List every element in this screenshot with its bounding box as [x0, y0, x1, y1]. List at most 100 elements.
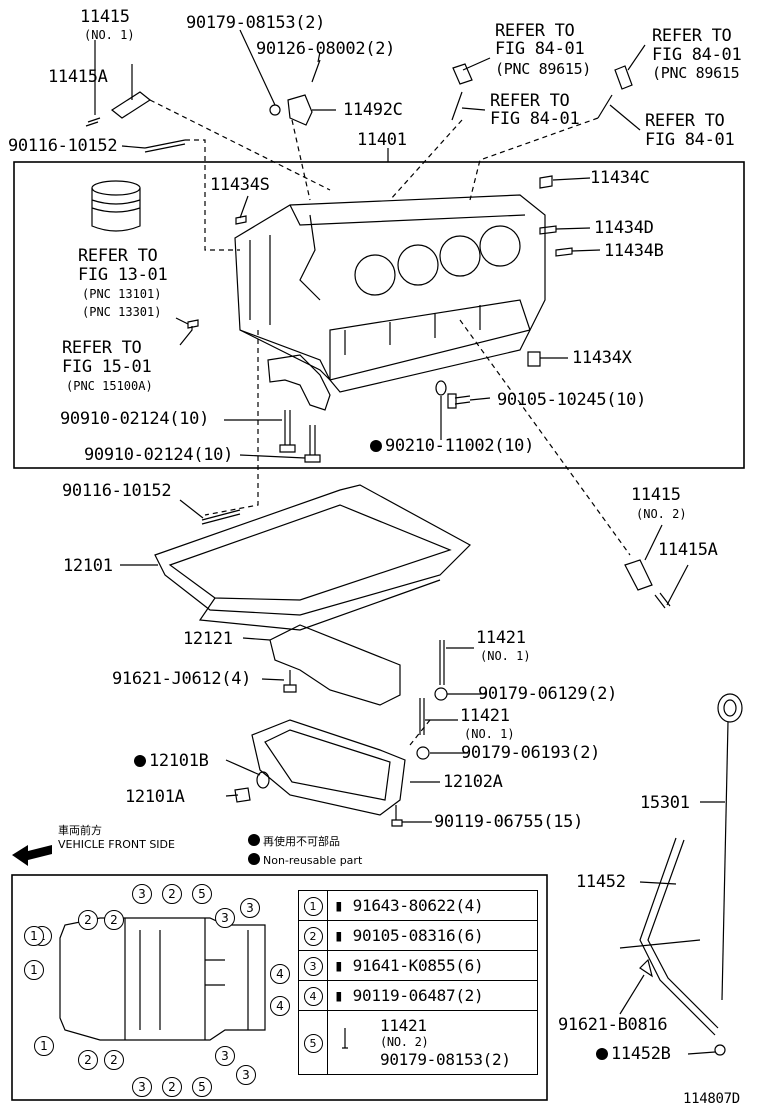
- refer3-line1: REFER TO: [490, 91, 570, 111]
- callout-circle: 3: [240, 898, 260, 918]
- pin-11434X-drawing: [527, 351, 541, 367]
- part-number-91621-J0612: 91621-J0612(4): [112, 669, 252, 689]
- bolt-icon: ▮: [334, 896, 353, 915]
- bolt-table-row: 2 ▮ 90105-08316(6): [298, 920, 538, 951]
- part-number-11452B: 11452B: [596, 1045, 671, 1063]
- gasket-12101B-drawing: [256, 771, 270, 789]
- pin-11434S-drawing: [235, 215, 247, 225]
- refer13-line3: (PNC 13101): [82, 287, 162, 301]
- bolt-icon: ▮: [334, 956, 353, 975]
- part-number-11434C: 11434C: [590, 168, 650, 188]
- refer4-line2: FIG 84-01: [645, 130, 735, 150]
- part-number-12101B-text: 12101B: [149, 751, 209, 771]
- bolt-90119-06755-drawing: [391, 805, 403, 827]
- bolt-90910-a-drawing: [279, 410, 296, 453]
- pin-11434C-drawing: [539, 175, 553, 189]
- stud-11421-b-drawing: [419, 698, 425, 735]
- figure-id: 114807D: [683, 1091, 740, 1107]
- bolt-11415A-bot-drawing: [654, 592, 671, 609]
- bolt-table-row: 4 ▮ 90119-06487(2): [298, 980, 538, 1011]
- callout-circle: 4: [270, 964, 290, 984]
- dashed-leaders: [149, 99, 631, 746]
- part-number-90126: 90126-08002(2): [256, 39, 396, 59]
- callout-circle: 5: [192, 884, 212, 904]
- pin-11434D-drawing: [539, 225, 557, 235]
- stud-90116-b-drawing: [201, 509, 241, 525]
- non-reusable-dot-icon: [596, 1048, 608, 1060]
- part-number-11415A-bot: 11415A: [658, 540, 718, 560]
- bolt-key: 4: [303, 987, 323, 1006]
- refer1-line3: (PNC 89615): [495, 60, 592, 78]
- bolt-91621-B-drawing: [639, 958, 653, 978]
- stud-refer3-drawing: [451, 91, 463, 121]
- bolt-table-row: 3 ▮ 91641-K0855(6): [298, 950, 538, 981]
- part-number-12101B: 12101B: [134, 752, 209, 770]
- part-11415-top-drawing: [110, 91, 152, 119]
- part-number-90179-06129: 90179-06129(2): [478, 684, 618, 704]
- leader-lines: [94, 29, 725, 1055]
- bolt-11415A-drawing: [85, 117, 101, 127]
- part-number-90179-08153: 90179-08153(2): [186, 13, 326, 33]
- non-reusable-dot-icon: [370, 440, 382, 452]
- legend-en-text: Non-reusable part: [263, 854, 363, 867]
- refer3-line2: FIG 84-01: [490, 109, 580, 129]
- part-number-90910-b: 90910-02124(10): [84, 445, 234, 465]
- guide-tube-drawing: [619, 837, 726, 1056]
- oil-pan-upper-drawing: [154, 484, 471, 631]
- bolt-part: 91641-K0855(6): [352, 956, 484, 975]
- callout-circle: 3: [215, 908, 235, 928]
- part-number-11452: 11452: [576, 872, 626, 892]
- refer13-line2: FIG 13-01: [78, 265, 168, 285]
- refer15-line2: FIG 15-01: [62, 357, 152, 377]
- front-label-en: VEHICLE FRONT SIDE: [58, 838, 175, 851]
- bolt-part-2: 90179-08153(2): [380, 1050, 511, 1069]
- callout-circle: 2: [78, 1050, 98, 1070]
- part-sub-11421-a: (NO. 1): [480, 649, 531, 663]
- bolt-detail-frame: [11, 874, 548, 1101]
- part-number-11401: 11401: [357, 130, 407, 150]
- bolt-key: 1: [303, 897, 323, 916]
- bolt-icon: ▮: [334, 926, 353, 945]
- refer2-line2: FIG 84-01: [652, 45, 742, 65]
- legend-ja-text: 再使用不可部品: [263, 835, 340, 848]
- refer1-line1: REFER TO: [495, 21, 575, 41]
- pin-15-drawing: [187, 319, 199, 329]
- non-reusable-dot-icon: [134, 755, 146, 767]
- part-number-15301: 15301: [640, 793, 690, 813]
- part-number-11415-bot: 11415: [631, 485, 681, 505]
- refer2-line3: (PNC 89615: [652, 64, 740, 82]
- part-number-11421-a: 11421: [476, 628, 526, 648]
- bolt-part: 11421: [380, 1016, 427, 1035]
- part-number-90179-06193: 90179-06193(2): [461, 743, 601, 763]
- crank-cap-drawing: [267, 354, 331, 411]
- bolt-key: 5: [303, 1034, 323, 1053]
- baffle-12121-drawing: [269, 624, 401, 706]
- bolt-table-row: 1 ▮ 91643-80622(4): [298, 890, 538, 921]
- part-number-12121: 12121: [183, 629, 233, 649]
- callout-circle: 3: [215, 1046, 235, 1066]
- front-label-ja: 車両前方: [58, 824, 102, 837]
- nut-90179-06129-drawing: [434, 687, 448, 701]
- bolt-table-row: 5 11421 (NO. 2) 90179-08153(2): [298, 1010, 538, 1075]
- part-number-90119-06755: 90119-06755(15): [434, 812, 584, 832]
- plate-11492C-drawing: [287, 94, 313, 126]
- part-number-11434X: 11434X: [572, 348, 632, 368]
- part-number-12101: 12101: [63, 556, 113, 576]
- bolt-part-sub: (NO. 2): [380, 1035, 429, 1049]
- callout-circle: 2: [162, 884, 182, 904]
- bolt-part: 90105-08316(6): [352, 926, 484, 945]
- part-sub-11421-b: (NO. 1): [464, 727, 515, 741]
- part-number-12101A: 12101A: [125, 787, 185, 807]
- part-number-90910-a: 90910-02124(10): [60, 409, 210, 429]
- part-sub-11415-top: (NO. 1): [84, 28, 135, 42]
- part-11415-bot-drawing: [624, 559, 653, 591]
- non-reusable-dot-icon: [248, 853, 260, 865]
- callout-circle: 2: [104, 1050, 124, 1070]
- callout-circle: 2: [162, 1077, 182, 1097]
- oil-pan-lower-drawing: [251, 719, 406, 816]
- stud-90126-drawing: [311, 59, 321, 83]
- part-number-90116-b: 90116-10152: [62, 481, 172, 501]
- part-number-11452B-text: 11452B: [611, 1044, 671, 1064]
- part-number-11434D: 11434D: [594, 218, 654, 238]
- sensor-a-drawing: [452, 63, 473, 85]
